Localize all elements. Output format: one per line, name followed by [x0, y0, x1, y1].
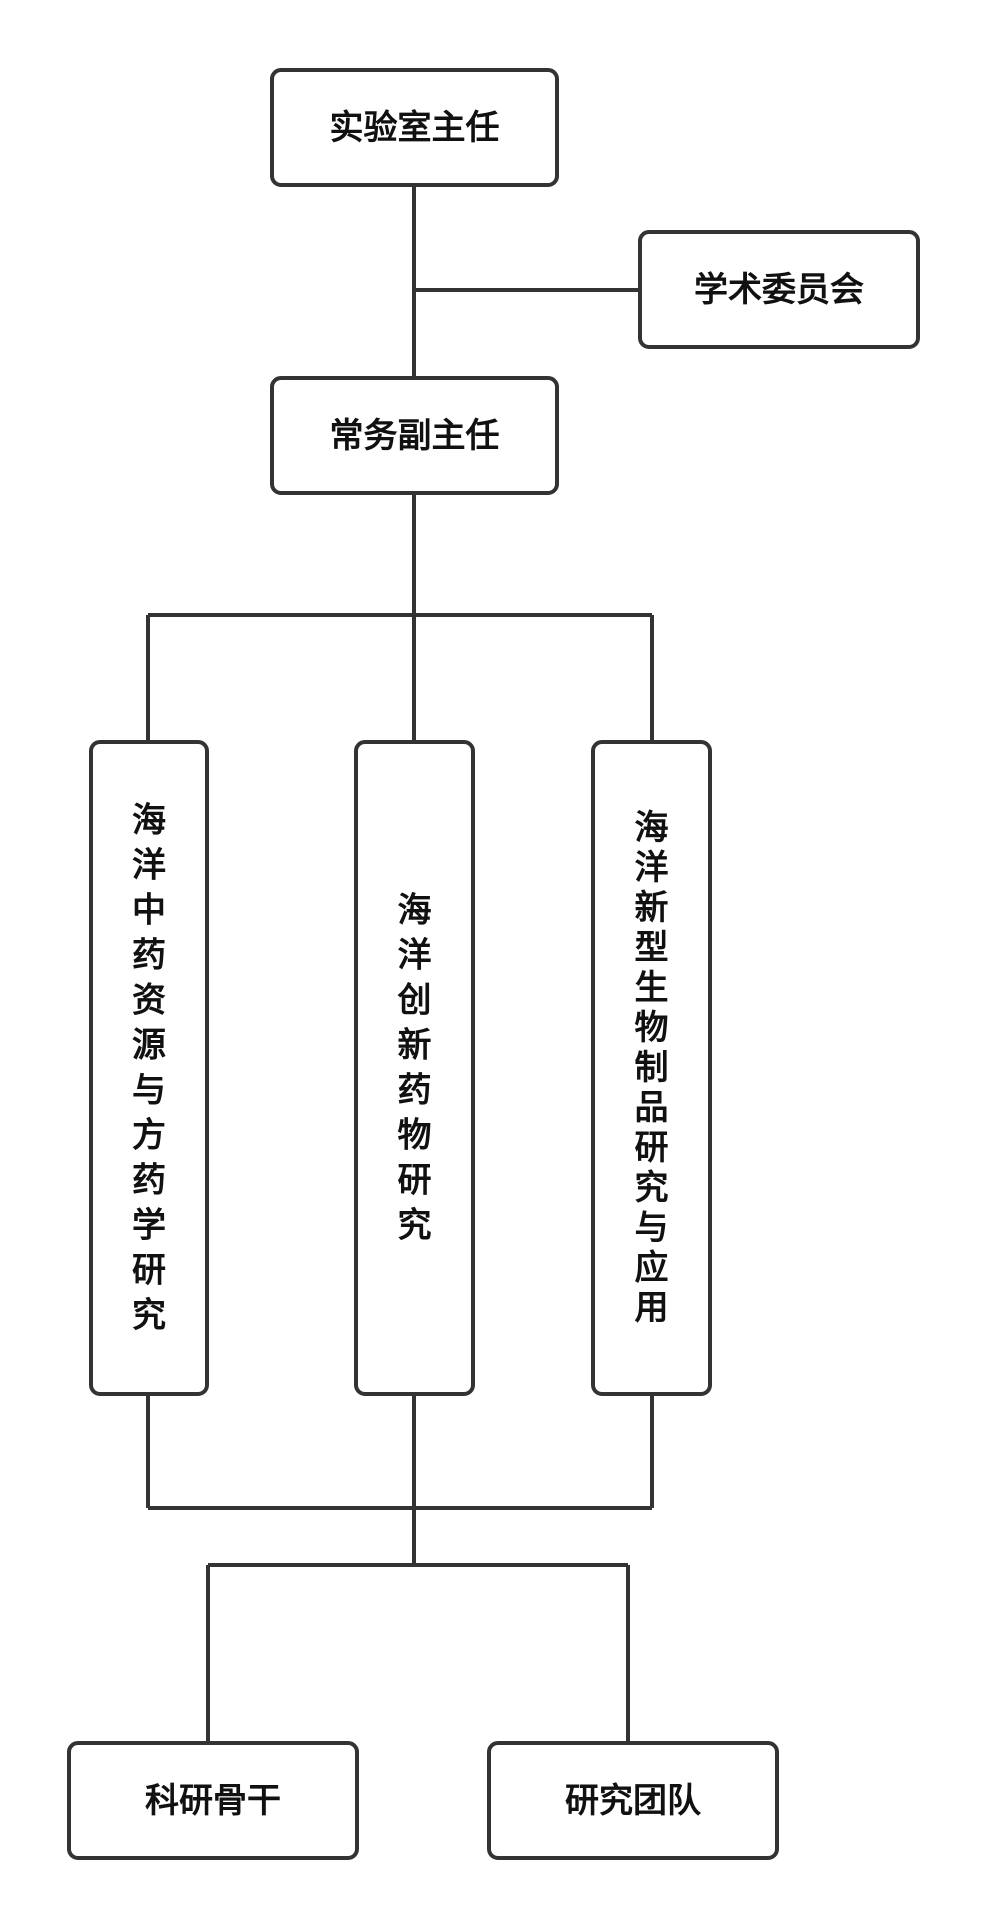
node-division-1-label: 海洋中药资源与方药学研究 [132, 801, 166, 1336]
vertical-label-char: 方 [132, 1116, 166, 1156]
vertical-label-char: 物 [635, 1008, 669, 1048]
vertical-label-char: 品 [635, 1088, 669, 1128]
node-staff-1: 科研骨干 [67, 1741, 359, 1860]
vertical-label-char: 用 [635, 1288, 669, 1328]
vertical-label-char: 究 [132, 1296, 166, 1336]
node-staff-1-label: 科研骨干 [145, 1781, 281, 1821]
node-director: 实验室主任 [270, 68, 559, 187]
node-committee-label: 学术委员会 [694, 270, 864, 310]
vertical-label-char: 洋 [132, 846, 166, 886]
node-committee: 学术委员会 [638, 230, 920, 349]
vertical-label-char: 应 [635, 1248, 669, 1288]
vertical-label-char: 新 [635, 888, 669, 928]
vertical-label-char: 洋 [635, 848, 669, 888]
vertical-label-char: 洋 [398, 936, 432, 976]
vertical-label-char: 型 [635, 928, 669, 968]
vertical-label-char: 究 [635, 1168, 669, 1208]
vertical-label-char: 新 [398, 1026, 432, 1066]
node-deputy-label: 常务副主任 [330, 416, 500, 456]
node-division-3-label: 海洋新型生物制品研究与应用 [635, 808, 669, 1328]
vertical-label-char: 中 [132, 891, 166, 931]
node-deputy: 常务副主任 [270, 376, 559, 495]
vertical-label-char: 海 [635, 808, 669, 848]
vertical-label-char: 学 [132, 1206, 166, 1246]
node-staff-2: 研究团队 [487, 1741, 779, 1860]
vertical-label-char: 与 [132, 1071, 166, 1111]
vertical-label-char: 物 [398, 1116, 432, 1156]
vertical-label-char: 研 [398, 1161, 432, 1201]
node-staff-2-label: 研究团队 [565, 1781, 702, 1821]
vertical-label-char: 生 [635, 968, 669, 1008]
vertical-label-char: 资 [132, 981, 166, 1021]
vertical-label-char: 药 [132, 936, 166, 976]
node-division-2: 海洋创新药物研究 [354, 740, 475, 1396]
vertical-label-char: 与 [635, 1208, 669, 1248]
connectors [146, 185, 654, 1743]
node-division-3: 海洋新型生物制品研究与应用 [591, 740, 712, 1396]
vertical-label-char: 海 [132, 801, 166, 841]
node-division-2-label: 海洋创新药物研究 [397, 891, 432, 1246]
vertical-label-char: 研 [132, 1251, 166, 1291]
vertical-label-char: 海 [398, 891, 432, 931]
node-director-label: 实验室主任 [330, 108, 500, 148]
vertical-label-char: 源 [132, 1026, 166, 1066]
vertical-label-char: 研 [635, 1128, 669, 1168]
vertical-label-char: 创 [397, 981, 432, 1021]
node-division-1: 海洋中药资源与方药学研究 [89, 740, 209, 1396]
vertical-label-char: 药 [398, 1071, 432, 1111]
vertical-label-char: 药 [132, 1161, 166, 1201]
vertical-label-char: 究 [398, 1206, 432, 1246]
vertical-label-char: 制 [635, 1048, 669, 1088]
